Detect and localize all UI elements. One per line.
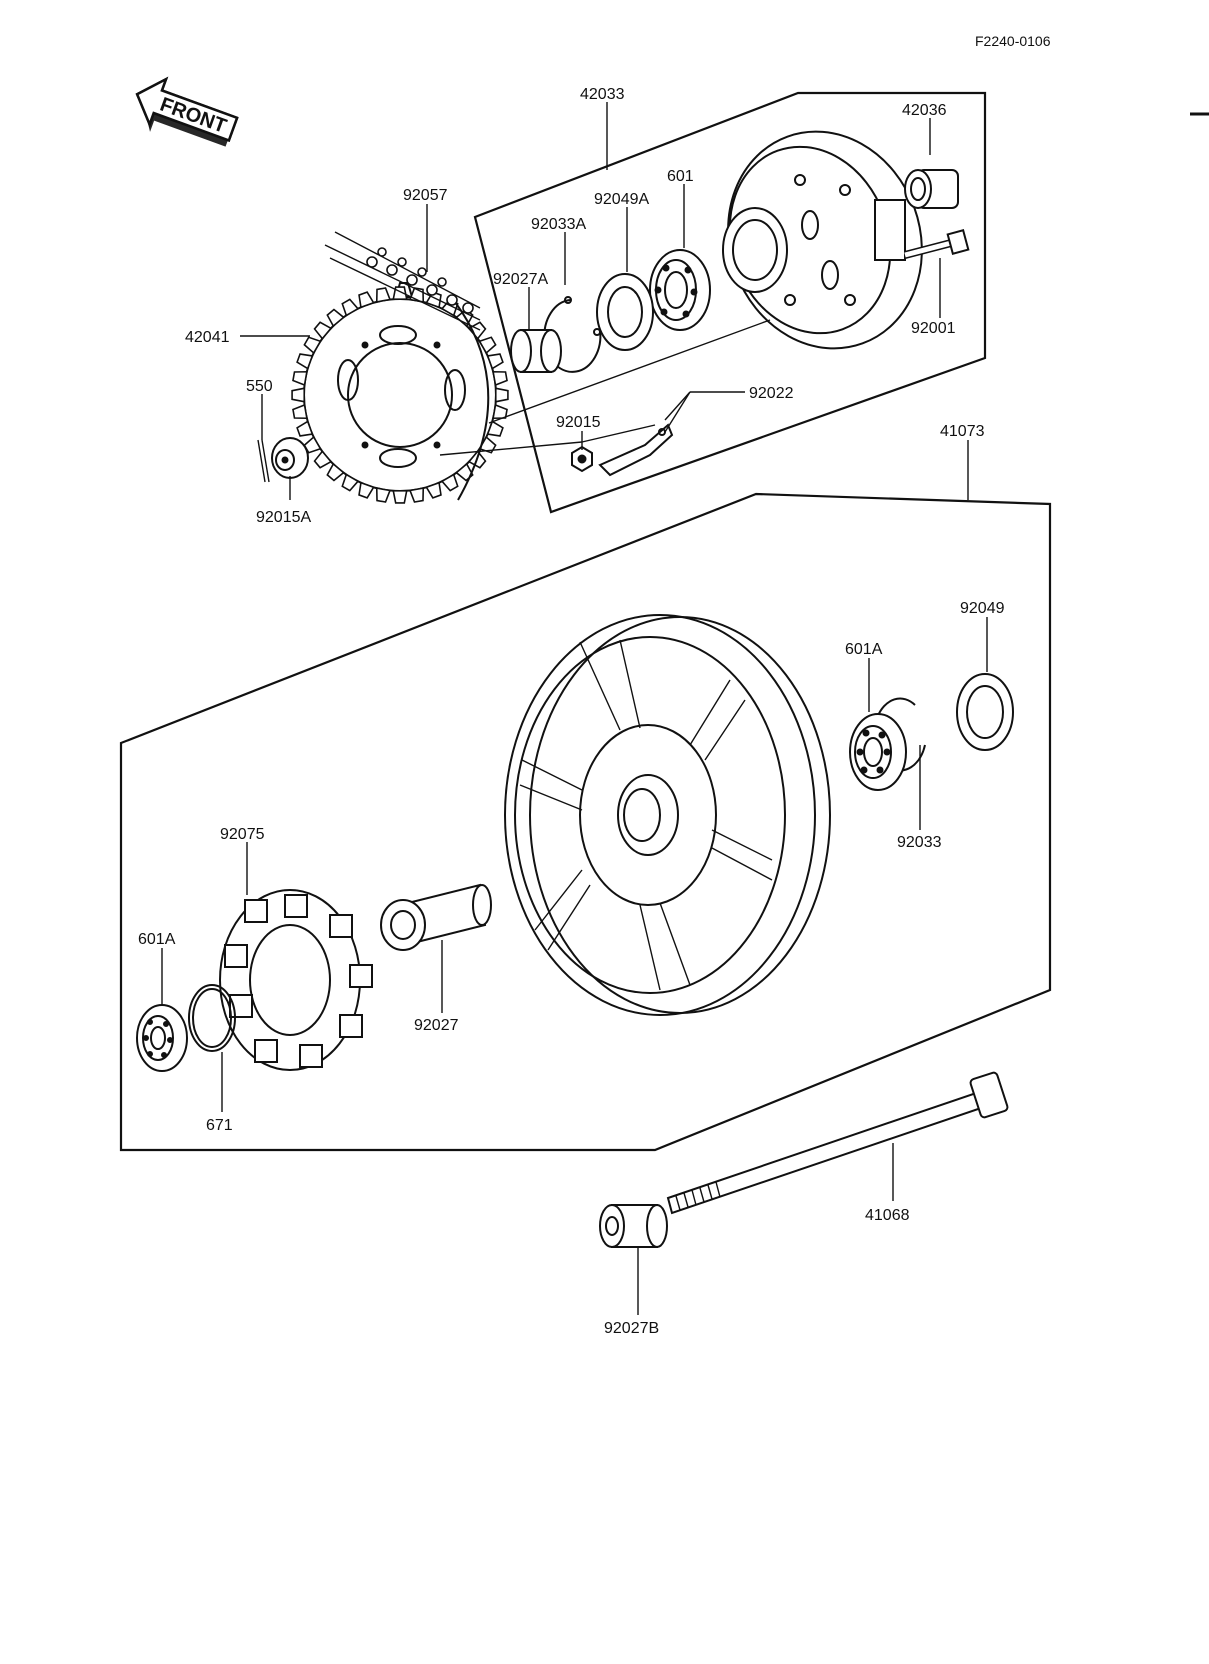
- sprocket-tooth: [455, 462, 474, 482]
- label-671: 671: [206, 1117, 233, 1134]
- sprocket-tooth: [486, 353, 504, 370]
- collar-42036-part: [904, 169, 959, 209]
- diagram-code: F2240-0106: [975, 33, 1051, 49]
- sprocket-tooth: [425, 481, 442, 499]
- hub-assembly-outline: [473, 91, 987, 514]
- sprocket-tooth: [326, 308, 345, 328]
- label-92057: 92057: [403, 187, 448, 204]
- wheel-assembly-outline: [119, 492, 1052, 1152]
- castle-nut-92015A-part: [271, 437, 309, 479]
- label-601: 601: [667, 168, 694, 185]
- chain-part: [324, 231, 481, 331]
- sprocket-tooth: [292, 403, 308, 420]
- o-ring-671-part: [188, 984, 236, 1052]
- front-arrow-icon: FRONT: [135, 76, 239, 147]
- sprocket-tooth: [303, 336, 322, 355]
- bearing-601A-left-part: [136, 1004, 188, 1072]
- sprocket-tooth: [494, 387, 509, 403]
- label-601A-left: 601A: [138, 931, 176, 948]
- label-42041: 42041: [185, 329, 230, 346]
- sprocket-tooth: [440, 473, 459, 492]
- part-labels: 42033 42036 601 92049A 92033A 92027A 920…: [138, 86, 1005, 1337]
- label-92001: 92001: [911, 320, 956, 337]
- label-550: 550: [246, 378, 273, 395]
- sprocket-tooth: [296, 420, 314, 437]
- label-92022: 92022: [749, 385, 794, 402]
- label-92049: 92049: [960, 600, 1005, 617]
- sprocket-tooth: [486, 420, 504, 437]
- label-601A-right: 601A: [845, 641, 883, 658]
- label-92027: 92027: [414, 1017, 459, 1034]
- label-41073: 41073: [940, 423, 985, 440]
- sprocket-tooth: [408, 487, 425, 503]
- damper-92075-part: [219, 889, 373, 1071]
- sprocket-tooth: [292, 370, 308, 387]
- sprocket-tooth: [341, 473, 360, 492]
- sprocket-tooth: [375, 487, 392, 503]
- sprocket-tooth: [291, 387, 306, 403]
- sprocket-tooth: [375, 287, 392, 303]
- axle-41068-part: [666, 1071, 1009, 1215]
- wheel-rim-part: [504, 614, 831, 1016]
- bolt-92001-part: [903, 229, 970, 259]
- bearing-601-part: [649, 249, 711, 331]
- sprocket-tooth: [326, 462, 345, 482]
- oil-seal-92049-part: [956, 673, 1014, 751]
- leader-lines: [161, 102, 988, 1315]
- nut-92015-part: [571, 445, 593, 473]
- sprocket-tooth: [296, 353, 314, 370]
- lock-plate-92022-part: [598, 423, 674, 477]
- label-92075: 92075: [220, 826, 265, 843]
- collar-92027-part: [380, 883, 492, 951]
- sprocket-tooth: [358, 481, 375, 499]
- label-92033A: 92033A: [531, 216, 586, 233]
- sprocket-tooth: [478, 336, 497, 355]
- label-92027A: 92027A: [493, 271, 548, 288]
- label-41068: 41068: [865, 1207, 910, 1224]
- collar-92027B-part: [599, 1204, 668, 1248]
- label-92015: 92015: [556, 414, 601, 431]
- oil-seal-92049A-part: [596, 273, 654, 351]
- sprocket-tooth: [392, 489, 408, 504]
- sprocket-tooth: [313, 321, 333, 340]
- bearing-601A-right-part: [849, 713, 907, 791]
- sprocket-hub-drum-part: [722, 130, 923, 350]
- collar-92027A-part: [510, 329, 562, 373]
- sprocket-tooth: [492, 370, 508, 387]
- sprocket-tooth: [341, 298, 360, 317]
- label-92049A: 92049A: [594, 191, 649, 208]
- label-42033: 42033: [580, 86, 625, 103]
- sprocket-tooth: [358, 291, 375, 309]
- label-92015A: 92015A: [256, 509, 311, 526]
- sprocket-tooth: [492, 403, 508, 420]
- sprocket-tooth: [313, 450, 333, 469]
- label-92033: 92033: [897, 834, 942, 851]
- label-92027B: 92027B: [604, 1320, 659, 1337]
- sprocket-part: [291, 282, 509, 504]
- label-42036: 42036: [902, 102, 947, 119]
- cotter-pin-550-part: [257, 439, 270, 483]
